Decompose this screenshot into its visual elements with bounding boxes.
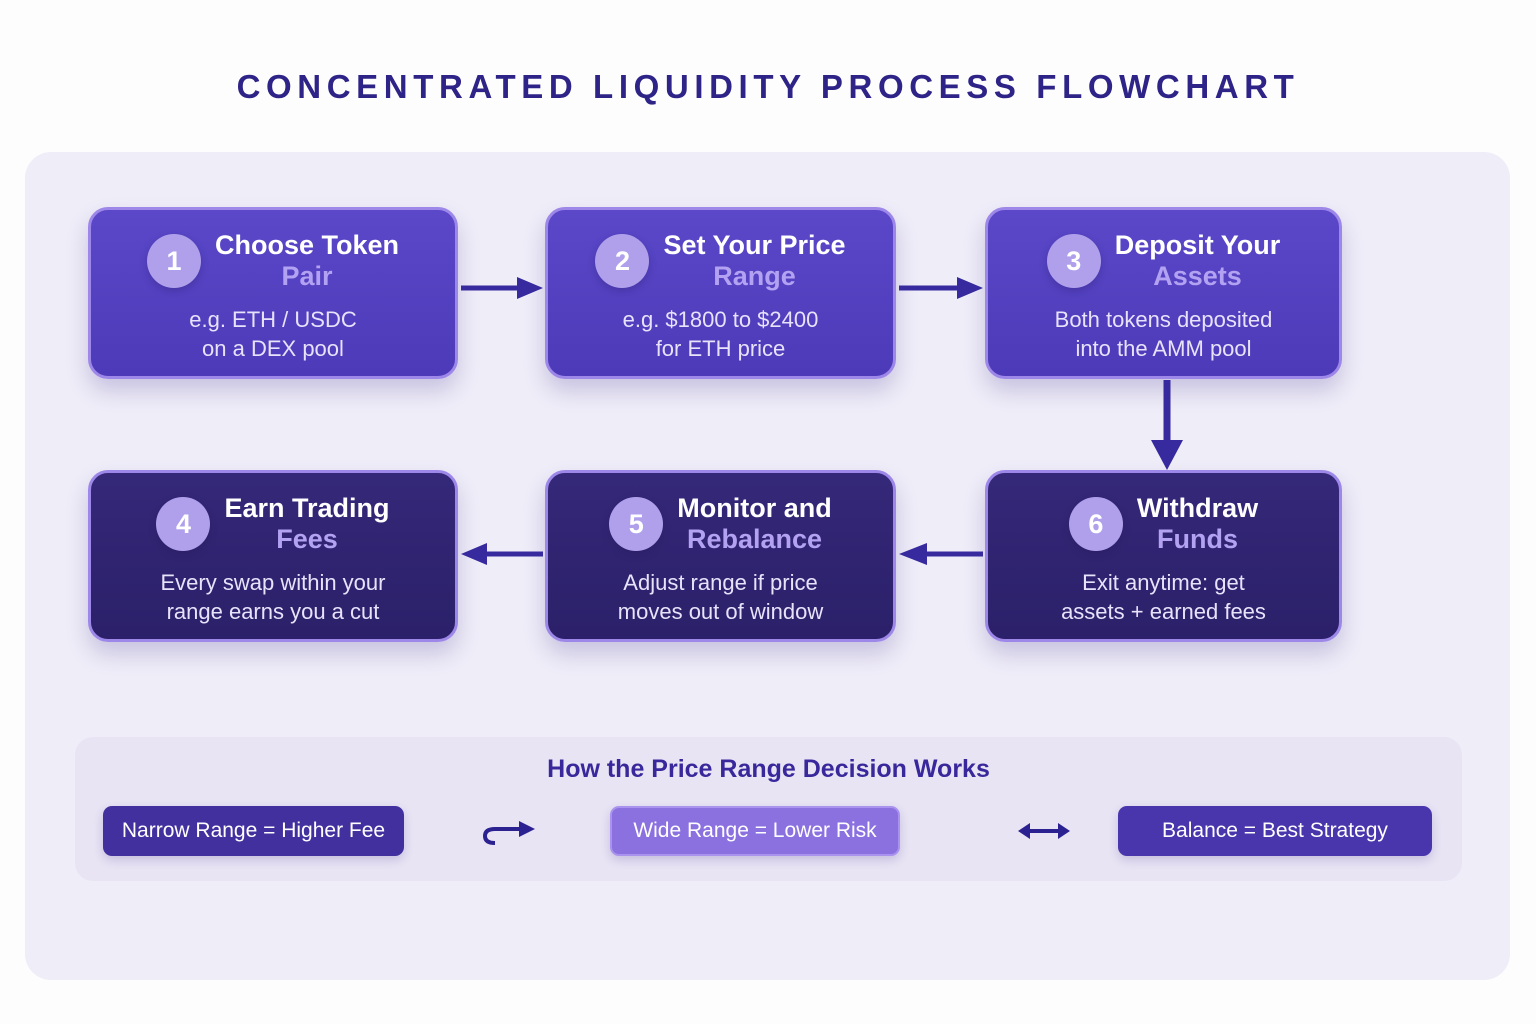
step-number-badge: 4 [156, 497, 211, 552]
flowchart-container: 1 Choose Token Pair e.g. ETH / USDC on a… [25, 152, 1510, 980]
step-title: Deposit Your Assets [1115, 230, 1281, 292]
pill-narrow-range: Narrow Range = Higher Fee [103, 806, 404, 856]
step-body-line2: moves out of window [617, 598, 824, 624]
arrow-down-icon [1151, 380, 1183, 470]
step-body-line1: e.g. $1800 to $2400 [622, 307, 819, 333]
step-title-line2: Funds [1157, 524, 1238, 555]
step-body-line2: into the AMM pool [1075, 335, 1252, 361]
step-body-line1: e.g. ETH / USDC [189, 307, 357, 333]
step-body-line2: on a DEX pool [202, 335, 344, 361]
step-body: e.g. $1800 to $2400 for ETH price [623, 306, 819, 363]
step-header: 1 Choose Token Pair [146, 230, 399, 292]
step-header: 2 Set Your Price Range [595, 230, 846, 292]
pill-balance-strategy: Balance = Best Strategy [1118, 806, 1432, 856]
step-title-line2: Fees [276, 524, 338, 555]
arrow-right-icon [899, 277, 983, 299]
step-header: 6 Withdraw Funds [1068, 493, 1258, 555]
step-body-line1: Exit anytime: get [1082, 570, 1245, 596]
step-title-line1: Set Your Price [663, 230, 846, 260]
step-title-line1: Choose Token [214, 230, 400, 260]
step-title-line1: Deposit Your [1114, 230, 1281, 260]
step-number-badge: 1 [146, 234, 201, 289]
step-header: 4 Earn Trading Fees [156, 493, 390, 555]
step-title-line2: Assets [1153, 261, 1242, 292]
step-number-badge: 5 [609, 497, 664, 552]
step-header: 3 Deposit Your Assets [1046, 230, 1281, 292]
step-title-line2: Range [713, 261, 796, 292]
step-title: Earn Trading Fees [224, 493, 389, 555]
step-title-line1: Withdraw [1136, 493, 1259, 523]
step-title: Monitor and Rebalance [677, 493, 831, 555]
page-title: CONCENTRATED LIQUIDITY PROCESS FLOWCHART [236, 68, 1300, 105]
step-box-withdraw-funds: 6 Withdraw Funds Exit anytime: get asset… [985, 470, 1342, 642]
step-number-badge: 2 [595, 234, 650, 289]
arrow-left-icon [461, 543, 543, 565]
step-body-line1: Every swap within your [160, 570, 386, 596]
step-body-line2: for ETH price [655, 335, 786, 361]
step-body: Both tokens deposited into the AMM pool [1055, 306, 1273, 363]
step-header: 5 Monitor and Rebalance [609, 493, 832, 555]
step-title-line1: Monitor and [677, 493, 832, 523]
arrow-right-icon [461, 277, 543, 299]
hook-arrow-right-icon [483, 821, 535, 845]
decision-panel-title: How the Price Range Decision Works [547, 755, 990, 783]
step-box-choose-token-pair: 1 Choose Token Pair e.g. ETH / USDC on a… [88, 207, 458, 379]
arrow-left-icon [899, 543, 983, 565]
step-title-line2: Rebalance [686, 524, 823, 555]
decision-panel: How the Price Range Decision Works Narro… [75, 737, 1462, 881]
step-body: e.g. ETH / USDC on a DEX pool [189, 306, 356, 363]
step-title-line2: Pair [281, 261, 333, 292]
step-body: Adjust range if price moves out of windo… [618, 569, 823, 626]
step-title: Set Your Price Range [663, 230, 845, 292]
step-number-badge: 3 [1046, 234, 1101, 289]
step-body-line1: Both tokens deposited [1054, 307, 1273, 333]
step-body-line2: assets + earned fees [1061, 598, 1266, 624]
step-box-deposit-assets: 3 Deposit Your Assets Both tokens deposi… [985, 207, 1342, 379]
step-number-badge: 6 [1068, 497, 1123, 552]
step-body: Exit anytime: get assets + earned fees [1061, 569, 1266, 626]
step-title: Withdraw Funds [1137, 493, 1258, 555]
step-body-line1: Adjust range if price [623, 570, 818, 596]
step-box-set-price-range: 2 Set Your Price Range e.g. $1800 to $24… [545, 207, 896, 379]
step-title: Choose Token Pair [215, 230, 399, 292]
double-arrow-icon [1018, 823, 1070, 839]
pill-wide-range: Wide Range = Lower Risk [610, 806, 900, 856]
step-box-monitor-rebalance: 5 Monitor and Rebalance Adjust range if … [545, 470, 896, 642]
step-title-line1: Earn Trading [224, 493, 390, 523]
step-body: Every swap within your range earns you a… [161, 569, 386, 626]
step-box-earn-trading-fees: 4 Earn Trading Fees Every swap within yo… [88, 470, 458, 642]
step-body-line2: range earns you a cut [166, 598, 380, 624]
